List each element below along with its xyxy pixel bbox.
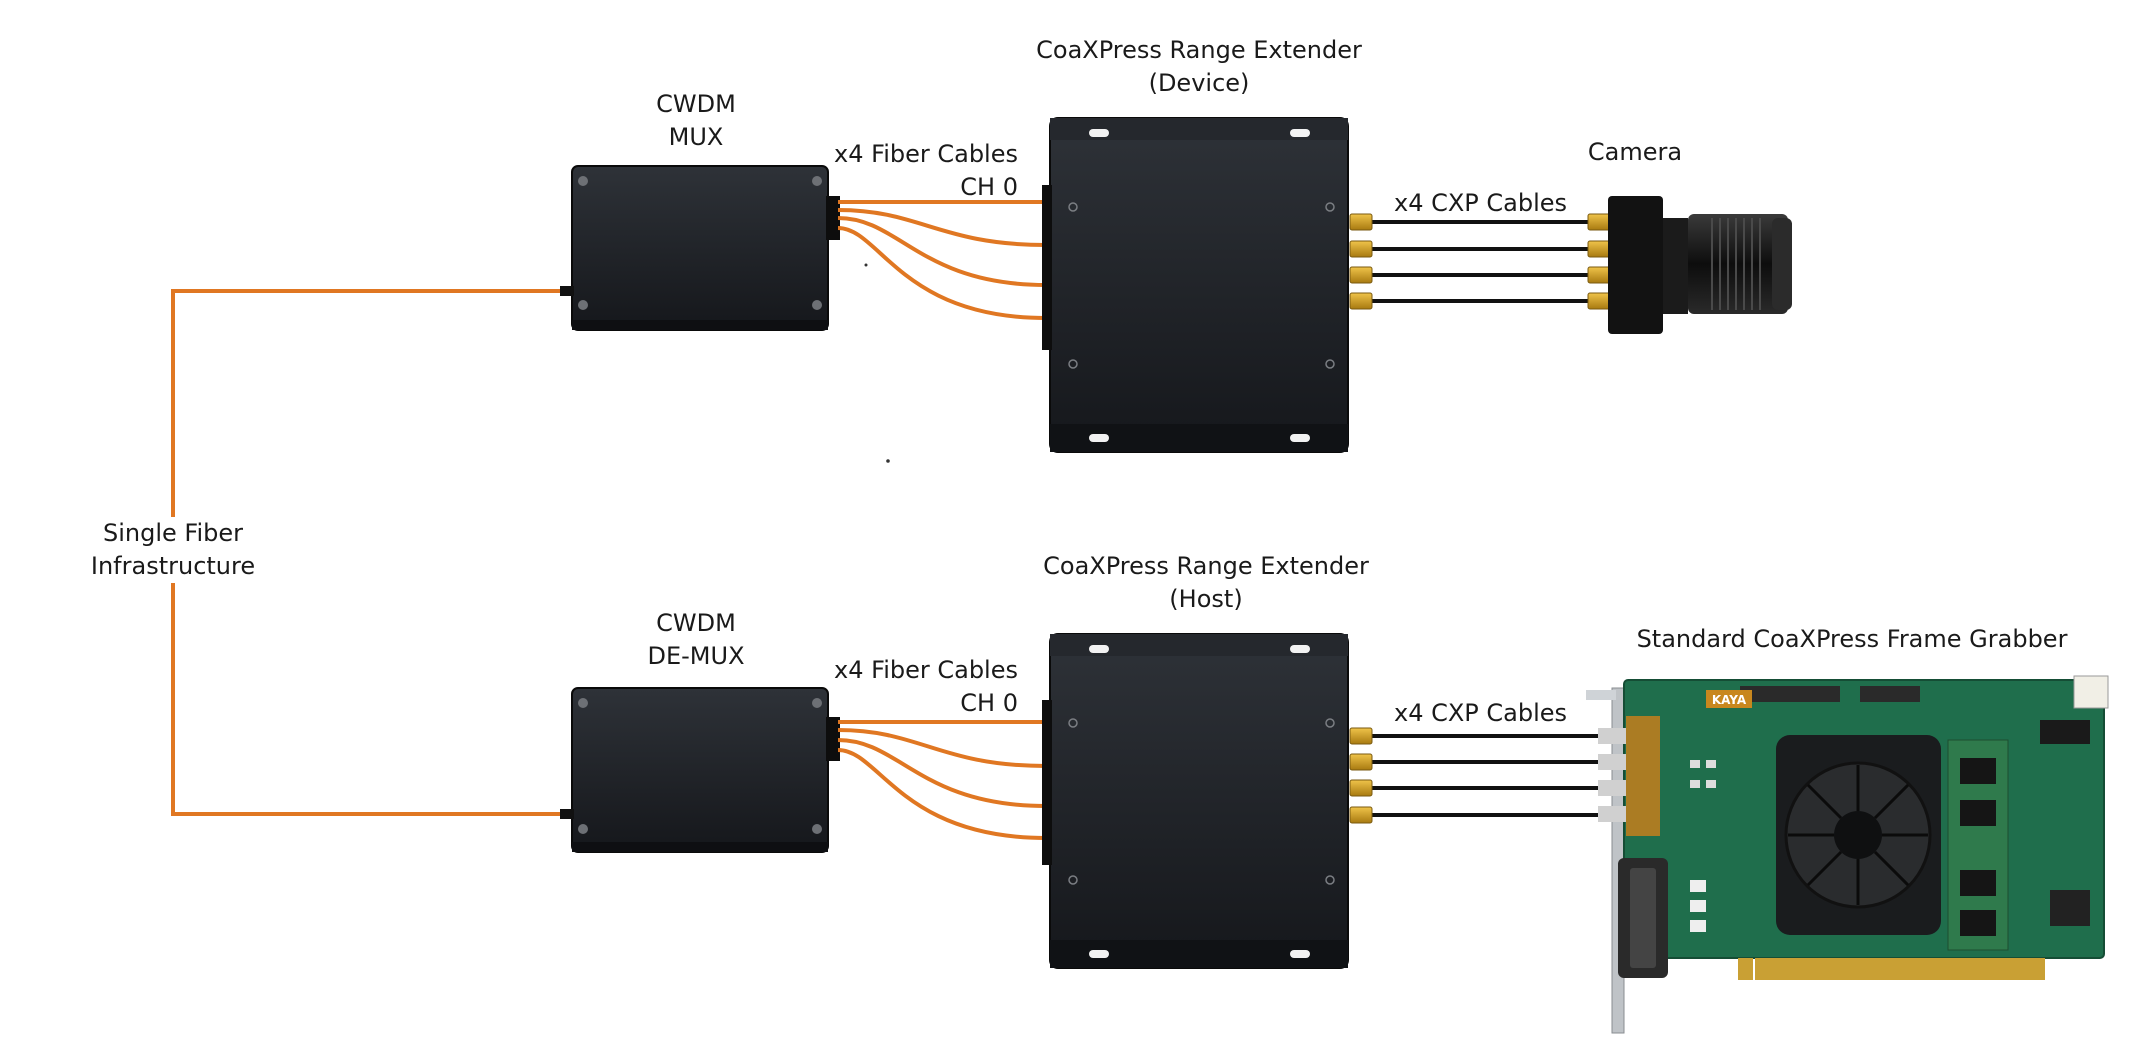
fiber-cables-top (837, 200, 1047, 320)
fiber-cables-top-line2: CH 0 (960, 173, 1018, 201)
mux-label-line2: MUX (668, 123, 724, 151)
single-fiber-line2: Infrastructure (90, 552, 256, 580)
frame-grabber-card: KAYA (1586, 675, 2109, 1034)
mux-label-line1: CWDM (656, 90, 736, 118)
frame-grabber-label: Standard CoaXPress Frame Grabber (1636, 625, 2068, 653)
fiber-cables-top-label: x4 Fiber Cables CH 0 (830, 138, 1018, 204)
cxp-cables-bottom (1349, 727, 1600, 824)
fiber-cables-bottom-line2: CH 0 (960, 689, 1018, 717)
demux-label: CWDM DE-MUX (647, 607, 744, 673)
host-title: CoaXPress Range Extender (Host) (1043, 550, 1369, 616)
mux-label: CWDM MUX (656, 88, 736, 154)
cwdm-demux-box (560, 687, 840, 853)
host-title-line2: (Host) (1169, 585, 1243, 613)
device-title-line2: (Device) (1148, 69, 1250, 97)
board-brand-logo: KAYA (1712, 693, 1747, 707)
fiber-cables-top-line1: x4 Fiber Cables (834, 140, 1018, 168)
cxp-cables-top (1349, 213, 1611, 310)
device-title: CoaXPress Range Extender (Device) (1036, 34, 1362, 100)
host-title-line1: CoaXPress Range Extender (1043, 552, 1369, 580)
camera-label: Camera (1587, 138, 1683, 166)
fiber-cables-bottom-line1: x4 Fiber Cables (834, 656, 1018, 684)
camera (1608, 196, 1792, 334)
cwdm-mux-box (560, 165, 840, 331)
demux-label-line1: CWDM (656, 609, 736, 637)
cxp-cables-top-label: x4 CXP Cables (1394, 189, 1568, 217)
demux-label-line2: DE-MUX (647, 642, 745, 670)
device-title-line1: CoaXPress Range Extender (1036, 36, 1362, 64)
single-fiber-label: Single Fiber Infrastructure (86, 517, 260, 583)
fiber-cables-bottom (837, 720, 1047, 840)
fiber-cables-bottom-label: x4 Fiber Cables CH 0 (830, 654, 1018, 720)
range-extender-device (1042, 117, 1349, 453)
range-extender-host (1042, 633, 1349, 969)
single-fiber-line1: Single Fiber (102, 519, 244, 547)
cxp-cables-bottom-label: x4 CXP Cables (1394, 699, 1568, 727)
